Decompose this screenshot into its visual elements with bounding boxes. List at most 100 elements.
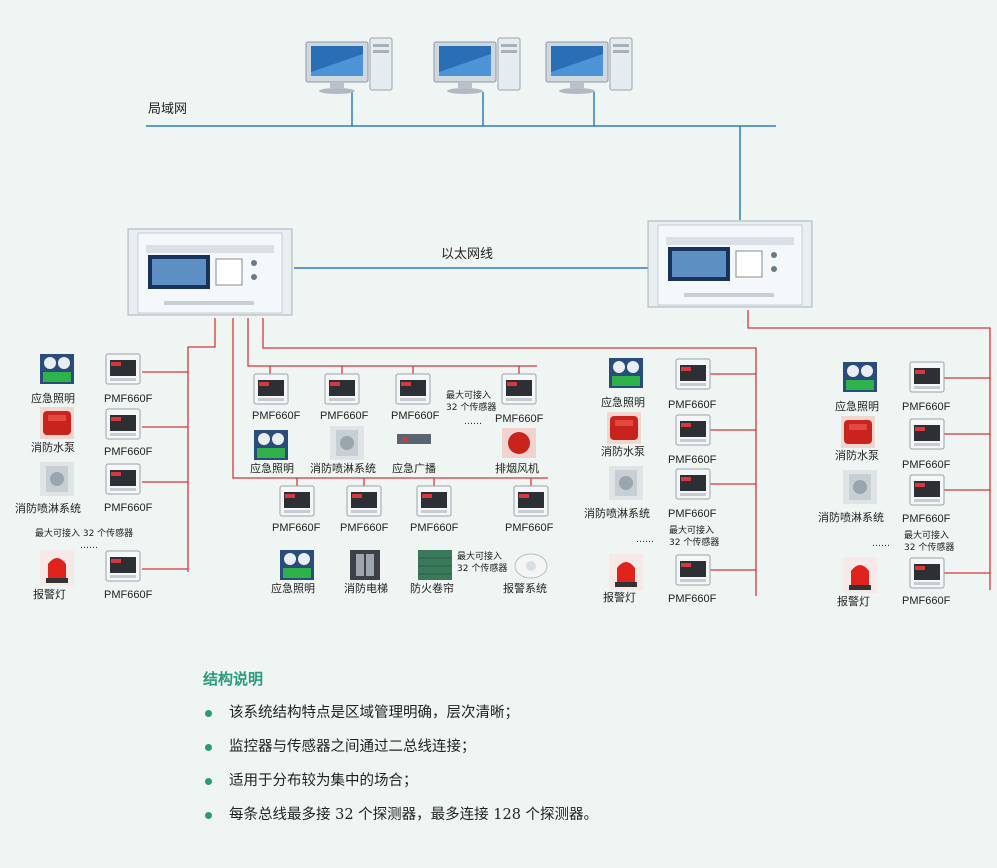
sensor-module: [105, 353, 141, 385]
sensor-module: [105, 408, 141, 440]
sensor-model-label: PMF660F: [410, 522, 459, 534]
device-label: 排烟风机: [495, 461, 539, 475]
notes-list: 该系统结构特点是区域管理明确，层次清晰； 监控器与传感器之间通过二总线连接； 适…: [203, 703, 903, 839]
limit-note: 32 个传感器: [446, 401, 496, 413]
device-label: 报警系统: [503, 581, 547, 595]
note-text: 监控器与传感器之间通过二总线连接；: [229, 739, 476, 755]
sensor-module: [253, 373, 289, 405]
limit-note: 32 个传感器: [904, 541, 954, 553]
limit-note: 最大可接入: [904, 529, 949, 541]
bullet-icon: [205, 710, 212, 717]
list-item: 该系统结构特点是区域管理明确，层次清晰；: [203, 703, 903, 737]
emergency-light-icon: [254, 430, 288, 460]
branch-d: 应急照明 消防水泵 消防喷淋系统 报警灯 PMF660F PMF660F PMF…: [818, 361, 954, 608]
alarm-lamp-icon: [843, 557, 877, 593]
ellipsis: ……: [872, 539, 890, 549]
limit-note: 最大可接入: [446, 389, 491, 401]
notes-title: 结构说明: [203, 670, 264, 688]
bullet-icon: [205, 812, 212, 819]
fire-pump-icon: [40, 407, 74, 439]
sensor-module: [675, 468, 711, 500]
emergency-light-icon: [40, 354, 74, 384]
device-label: 消防水泵: [31, 440, 75, 454]
emergency-light-icon: [280, 550, 314, 580]
sensor-model-label: PMF660F: [902, 459, 951, 471]
lan-label: 局域网: [148, 102, 187, 117]
sensor-model-label: PMF660F: [668, 508, 717, 520]
sensor-model-label: PMF660F: [902, 401, 951, 413]
sensor-module: [395, 373, 431, 405]
lan-network: [146, 92, 776, 269]
sensor-module: [909, 557, 945, 589]
limit-note: 最大可接入: [457, 550, 502, 562]
sprinkler-icon: [40, 462, 74, 496]
branch-c: 应急照明 消防水泵 消防喷淋系统 报警灯 PMF660F PMF660F PMF…: [584, 358, 719, 605]
device-label: 消防水泵: [835, 448, 879, 462]
list-item: 每条总线最多接 32 个探测器，最多连接 128 个探测器。: [203, 805, 903, 839]
device-label: 报警灯: [603, 590, 636, 604]
computer-icon: [433, 37, 521, 95]
computer-icon: [545, 37, 633, 95]
sensor-model-label: PMF660F: [104, 589, 153, 601]
sensor-model-label: PMF660F: [391, 410, 440, 422]
sensor-model-label: PMF660F: [902, 595, 951, 607]
device-label: 应急照明: [31, 391, 75, 405]
device-label: 消防喷淋系统: [310, 461, 376, 475]
sensor-model-label: PMF660F: [104, 502, 153, 514]
sensor-module: [513, 485, 549, 517]
device-label: 消防喷淋系统: [15, 501, 81, 515]
list-item: 监控器与传感器之间通过二总线连接；: [203, 737, 903, 771]
sensor-model-label: PMF660F: [104, 393, 153, 405]
sensor-model-label: PMF660F: [320, 410, 369, 422]
sprinkler-icon: [843, 470, 877, 504]
sprinkler-icon: [609, 466, 643, 500]
list-item: 适用于分布较为集中的场合；: [203, 771, 903, 805]
fire-pump-icon: [607, 412, 641, 444]
elevator-icon: [350, 550, 380, 580]
sensor-model-label: PMF660F: [668, 454, 717, 466]
branch-a: 应急照明 消防水泵 消防喷淋系统 报警灯 PMF660F PMF660F PMF…: [15, 353, 153, 601]
sensor-module: [501, 373, 537, 405]
device-label: 报警灯: [837, 594, 870, 608]
sensor-model-label: PMF660F: [668, 399, 717, 411]
limit-note: 最大可接入 32 个传感器: [35, 527, 133, 539]
device-label: 应急照明: [271, 581, 315, 595]
monitor-host-left: [127, 228, 293, 316]
ellipsis: ……: [636, 535, 654, 545]
branch-b-top: PMF660F PMF660F PMF660F PMF660F 最大可接入 32…: [250, 373, 544, 475]
monitor-host-right: [647, 220, 813, 308]
bullet-icon: [205, 744, 212, 751]
sensor-module: [675, 358, 711, 390]
structure-notes: 结构说明 该系统结构特点是区域管理明确，层次清晰； 监控器与传感器之间通过二总线…: [203, 668, 903, 839]
ethernet-label: 以太网线: [441, 247, 493, 262]
device-label: 应急广播: [392, 461, 436, 475]
emergency-light-icon: [609, 358, 643, 388]
device-label: 应急照明: [250, 461, 294, 475]
alarm-lamp-icon: [609, 554, 643, 590]
branch-b-bottom: PMF660F PMF660F PMF660F PMF660F 最大可接入 32…: [271, 485, 554, 595]
sprinkler-icon: [330, 426, 364, 460]
sensor-module: [279, 485, 315, 517]
device-label: 消防电梯: [344, 581, 388, 595]
shutter-icon: [418, 550, 452, 580]
sensor-module: [909, 474, 945, 506]
sensor-module: [909, 361, 945, 393]
note-text: 每条总线最多接 32 个探测器，最多连接 128 个探测器。: [229, 807, 599, 823]
note-text: 适用于分布较为集中的场合；: [229, 773, 418, 789]
ellipsis: ……: [464, 417, 482, 427]
sensor-model-label: PMF660F: [902, 513, 951, 525]
sensor-module: [675, 414, 711, 446]
device-label: 消防喷淋系统: [584, 506, 650, 520]
sensor-model-label: PMF660F: [495, 413, 544, 425]
note-text: 该系统结构特点是区域管理明确，层次清晰；: [229, 705, 519, 721]
sensor-module: [346, 485, 382, 517]
device-label: 应急照明: [835, 399, 879, 413]
ellipsis: ……: [80, 541, 98, 551]
smoke-detector-icon: [514, 553, 548, 579]
sensor-module: [675, 554, 711, 586]
device-label: 应急照明: [601, 395, 645, 409]
sensor-model-label: PMF660F: [505, 522, 554, 534]
sensor-module: [416, 485, 452, 517]
fire-pump-icon: [841, 416, 875, 448]
